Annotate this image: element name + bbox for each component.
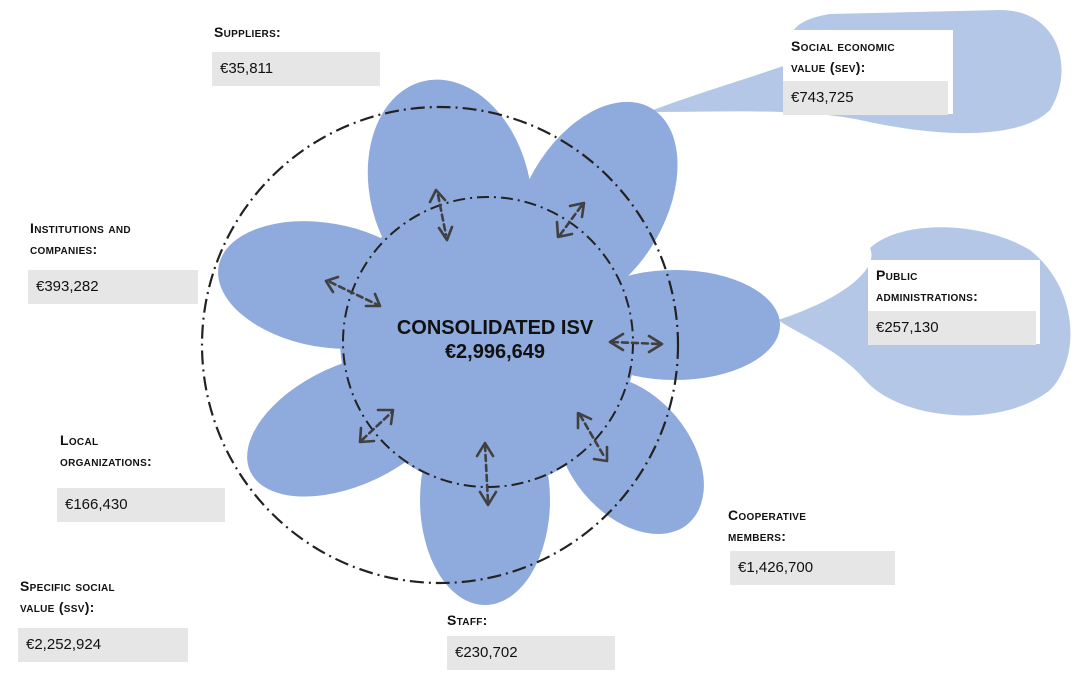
outer-dashdot-circle: [200, 105, 680, 585]
arrow-bottom-left: [358, 408, 395, 444]
ssv-label: Specific social value (ssv):: [20, 578, 115, 615]
flower: [218, 79, 780, 605]
staff-label: Staff:: [447, 612, 488, 628]
arrow-bottom: [475, 441, 498, 507]
sev-label: Social economic value (sev):: [791, 38, 895, 75]
flower-center: [340, 192, 636, 488]
public-value: €257,130: [868, 311, 1036, 345]
local-label: Local organizations:: [60, 432, 153, 469]
sev-value: €743,725: [783, 81, 948, 115]
arrow-right: [608, 332, 664, 354]
consolidated-isv: CONSOLIDATED ISV €2,996,649: [340, 316, 650, 364]
public-label: Public administrations:: [876, 267, 979, 304]
suppliers-value: €35,811: [212, 52, 380, 86]
arrow-top: [428, 188, 454, 242]
suppliers-label: Suppliers:: [214, 24, 282, 40]
arrow-left: [324, 275, 382, 308]
arrow-top-right: [555, 201, 586, 239]
consolidated-isv-title: CONSOLIDATED ISV: [396, 317, 594, 339]
institutions-label: Institutions and companies:: [30, 220, 131, 257]
consolidated-isv-value: €2,996,649: [444, 341, 546, 363]
arrow-bottom-right: [576, 411, 609, 463]
local-value: €166,430: [57, 488, 225, 522]
cooperative-value: €1,426,700: [730, 551, 895, 585]
institutions-value: €393,282: [28, 270, 198, 304]
flow-arrows: [324, 188, 664, 507]
ssv-value: €2,252,924: [18, 628, 188, 662]
cooperative-label: Cooperative members:: [728, 507, 807, 544]
staff-value: €230,702: [447, 636, 615, 670]
